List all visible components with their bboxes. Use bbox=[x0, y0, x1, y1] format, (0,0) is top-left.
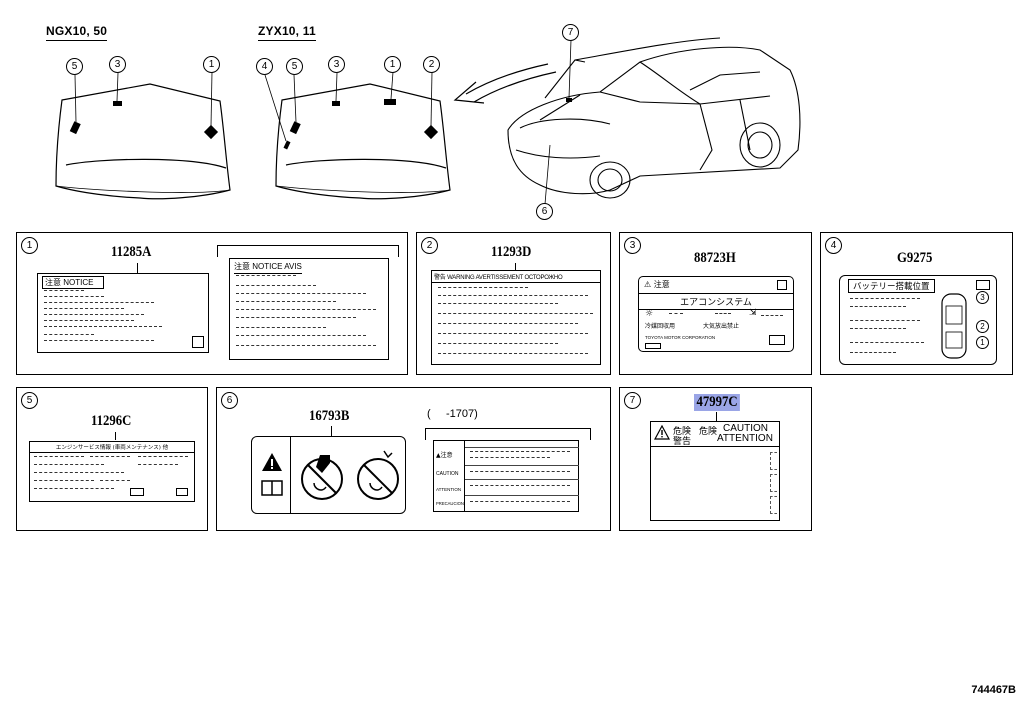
panel-number-7: 7 bbox=[624, 392, 641, 409]
part-number-47997C[interactable]: 47997C bbox=[694, 394, 741, 411]
hood-diagrams bbox=[55, 37, 801, 205]
row-caution: CAUTION bbox=[436, 471, 459, 477]
notice-avis-header: 注意 NOTICE AVIS bbox=[234, 261, 302, 274]
date-range: ( -1707) bbox=[427, 408, 478, 420]
battery-pos-2: 2 bbox=[976, 320, 989, 333]
panel-number-1: 1 bbox=[21, 237, 38, 254]
left-caption: 冷媒回収用 bbox=[645, 323, 676, 330]
label-16793b bbox=[251, 436, 406, 514]
panel-number-2: 2 bbox=[421, 237, 438, 254]
panel-number-6: 6 bbox=[221, 392, 238, 409]
danger-jp-1: 危険 bbox=[673, 427, 692, 437]
callout-7-car[interactable]: 7 bbox=[562, 24, 579, 41]
model-label-ngx: NGX10, 50 bbox=[46, 24, 108, 41]
hood-right-outline bbox=[275, 83, 451, 200]
part-number-G9275[interactable]: G9275 bbox=[897, 250, 933, 266]
panel-7: 7 47997C 危険 警告 危険 CAUTION ATTENTION bbox=[619, 387, 812, 531]
battery-title: バッテリー搭載位置 bbox=[848, 279, 935, 293]
label-g9275: バッテリー搭載位置 3 2 1 bbox=[839, 275, 997, 365]
aircon-system: エアコンシステム bbox=[639, 293, 793, 310]
caution-en: CAUTION bbox=[723, 423, 768, 434]
label-11296c: エンジンサービス情報 (車両メンテナンス) 他 bbox=[29, 441, 195, 502]
label-11285a-front: 注意 NOTICE bbox=[37, 273, 209, 353]
label-11293d: 警告 WARNING AVERTISSEMENT ОСТОРОЖНО bbox=[431, 270, 601, 365]
panel-5: 5 11296C エンジンサービス情報 (車両メンテナンス) 他 bbox=[16, 387, 208, 531]
label-88723h: ⚠ 注意 エアコンシステム ☼ ⇲ 冷媒回収用 大気放出禁止 TOYOTA MO… bbox=[638, 276, 794, 352]
panel-2: 2 11293D 警告 WARNING AVERTISSEMENT ОСТОРО… bbox=[416, 232, 611, 375]
panel-number-5: 5 bbox=[21, 392, 38, 409]
callout-3-left[interactable]: 3 bbox=[109, 56, 126, 73]
diagram-id: 744467B bbox=[971, 684, 1016, 696]
callout-6-car[interactable]: 6 bbox=[536, 203, 553, 220]
label-11285a-rear: 注意 NOTICE AVIS bbox=[229, 258, 389, 360]
row-precaucion: PRECAUCION bbox=[436, 501, 464, 506]
part-number-11285A[interactable]: 11285A bbox=[111, 244, 152, 260]
battery-pos-1: 1 bbox=[976, 336, 989, 349]
callout-5-left[interactable]: 5 bbox=[66, 58, 83, 75]
engine-service-header: エンジンサービス情報 (車両メンテナンス) 他 bbox=[30, 442, 194, 453]
callout-4-right[interactable]: 4 bbox=[256, 58, 273, 75]
battery-pos-3: 3 bbox=[976, 291, 989, 304]
panel-1: 1 11285A 注意 NOTICE 注意 NOTICE AVIS bbox=[16, 232, 408, 375]
part-number-88723H[interactable]: 88723H bbox=[694, 250, 736, 266]
attention-en: ATTENTION bbox=[717, 433, 773, 444]
callout-1-right[interactable]: 1 bbox=[384, 56, 401, 73]
part-number-11296C[interactable]: 11296C bbox=[91, 413, 132, 429]
danger-jp-2: 危険 bbox=[699, 427, 718, 437]
warning-header: 警告 WARNING AVERTISSEMENT ОСТОРОЖНО bbox=[432, 271, 600, 283]
car-illustration bbox=[507, 37, 801, 199]
panel-number-3: 3 bbox=[624, 237, 641, 254]
part-number-11293D[interactable]: 11293D bbox=[491, 244, 532, 260]
label-47997c: 危険 警告 危険 CAUTION ATTENTION bbox=[650, 421, 780, 521]
panel-3: 3 88723H ⚠ 注意 エアコンシステム ☼ ⇲ 冷媒回収用 大気放出禁止 … bbox=[619, 232, 812, 375]
callout-1-left[interactable]: 1 bbox=[203, 56, 220, 73]
caution-text: 注意 bbox=[653, 280, 670, 289]
hood-left-outline bbox=[55, 83, 231, 200]
notice-header: 注意 NOTICE bbox=[42, 276, 105, 289]
callout-2-right[interactable]: 2 bbox=[423, 56, 440, 73]
warning-jp: 警告 bbox=[673, 437, 692, 447]
part-number-16793B[interactable]: 16793B bbox=[309, 408, 350, 424]
right-caption: 大気放出禁止 bbox=[703, 323, 740, 330]
callout-5-right[interactable]: 5 bbox=[286, 58, 303, 75]
panel-4: 4 G9275 バッテリー搭載位置 3 2 1 bbox=[820, 232, 1013, 375]
panel-6: 6 16793B ( -1707) ▲注意 CAUTION bbox=[216, 387, 611, 531]
panel-number-4: 4 bbox=[825, 237, 842, 254]
row-attention: ATTENTION bbox=[436, 487, 462, 492]
label-16793b-rear: ▲注意 CAUTION ATTENTION PRECAUCION bbox=[433, 440, 579, 512]
model-label-zyx: ZYX10, 11 bbox=[258, 24, 316, 41]
callout-3-right[interactable]: 3 bbox=[328, 56, 345, 73]
row-caution-jp: ▲注意 bbox=[436, 452, 453, 459]
maker-text: TOYOTA MOTOR CORPORATION bbox=[645, 335, 716, 340]
